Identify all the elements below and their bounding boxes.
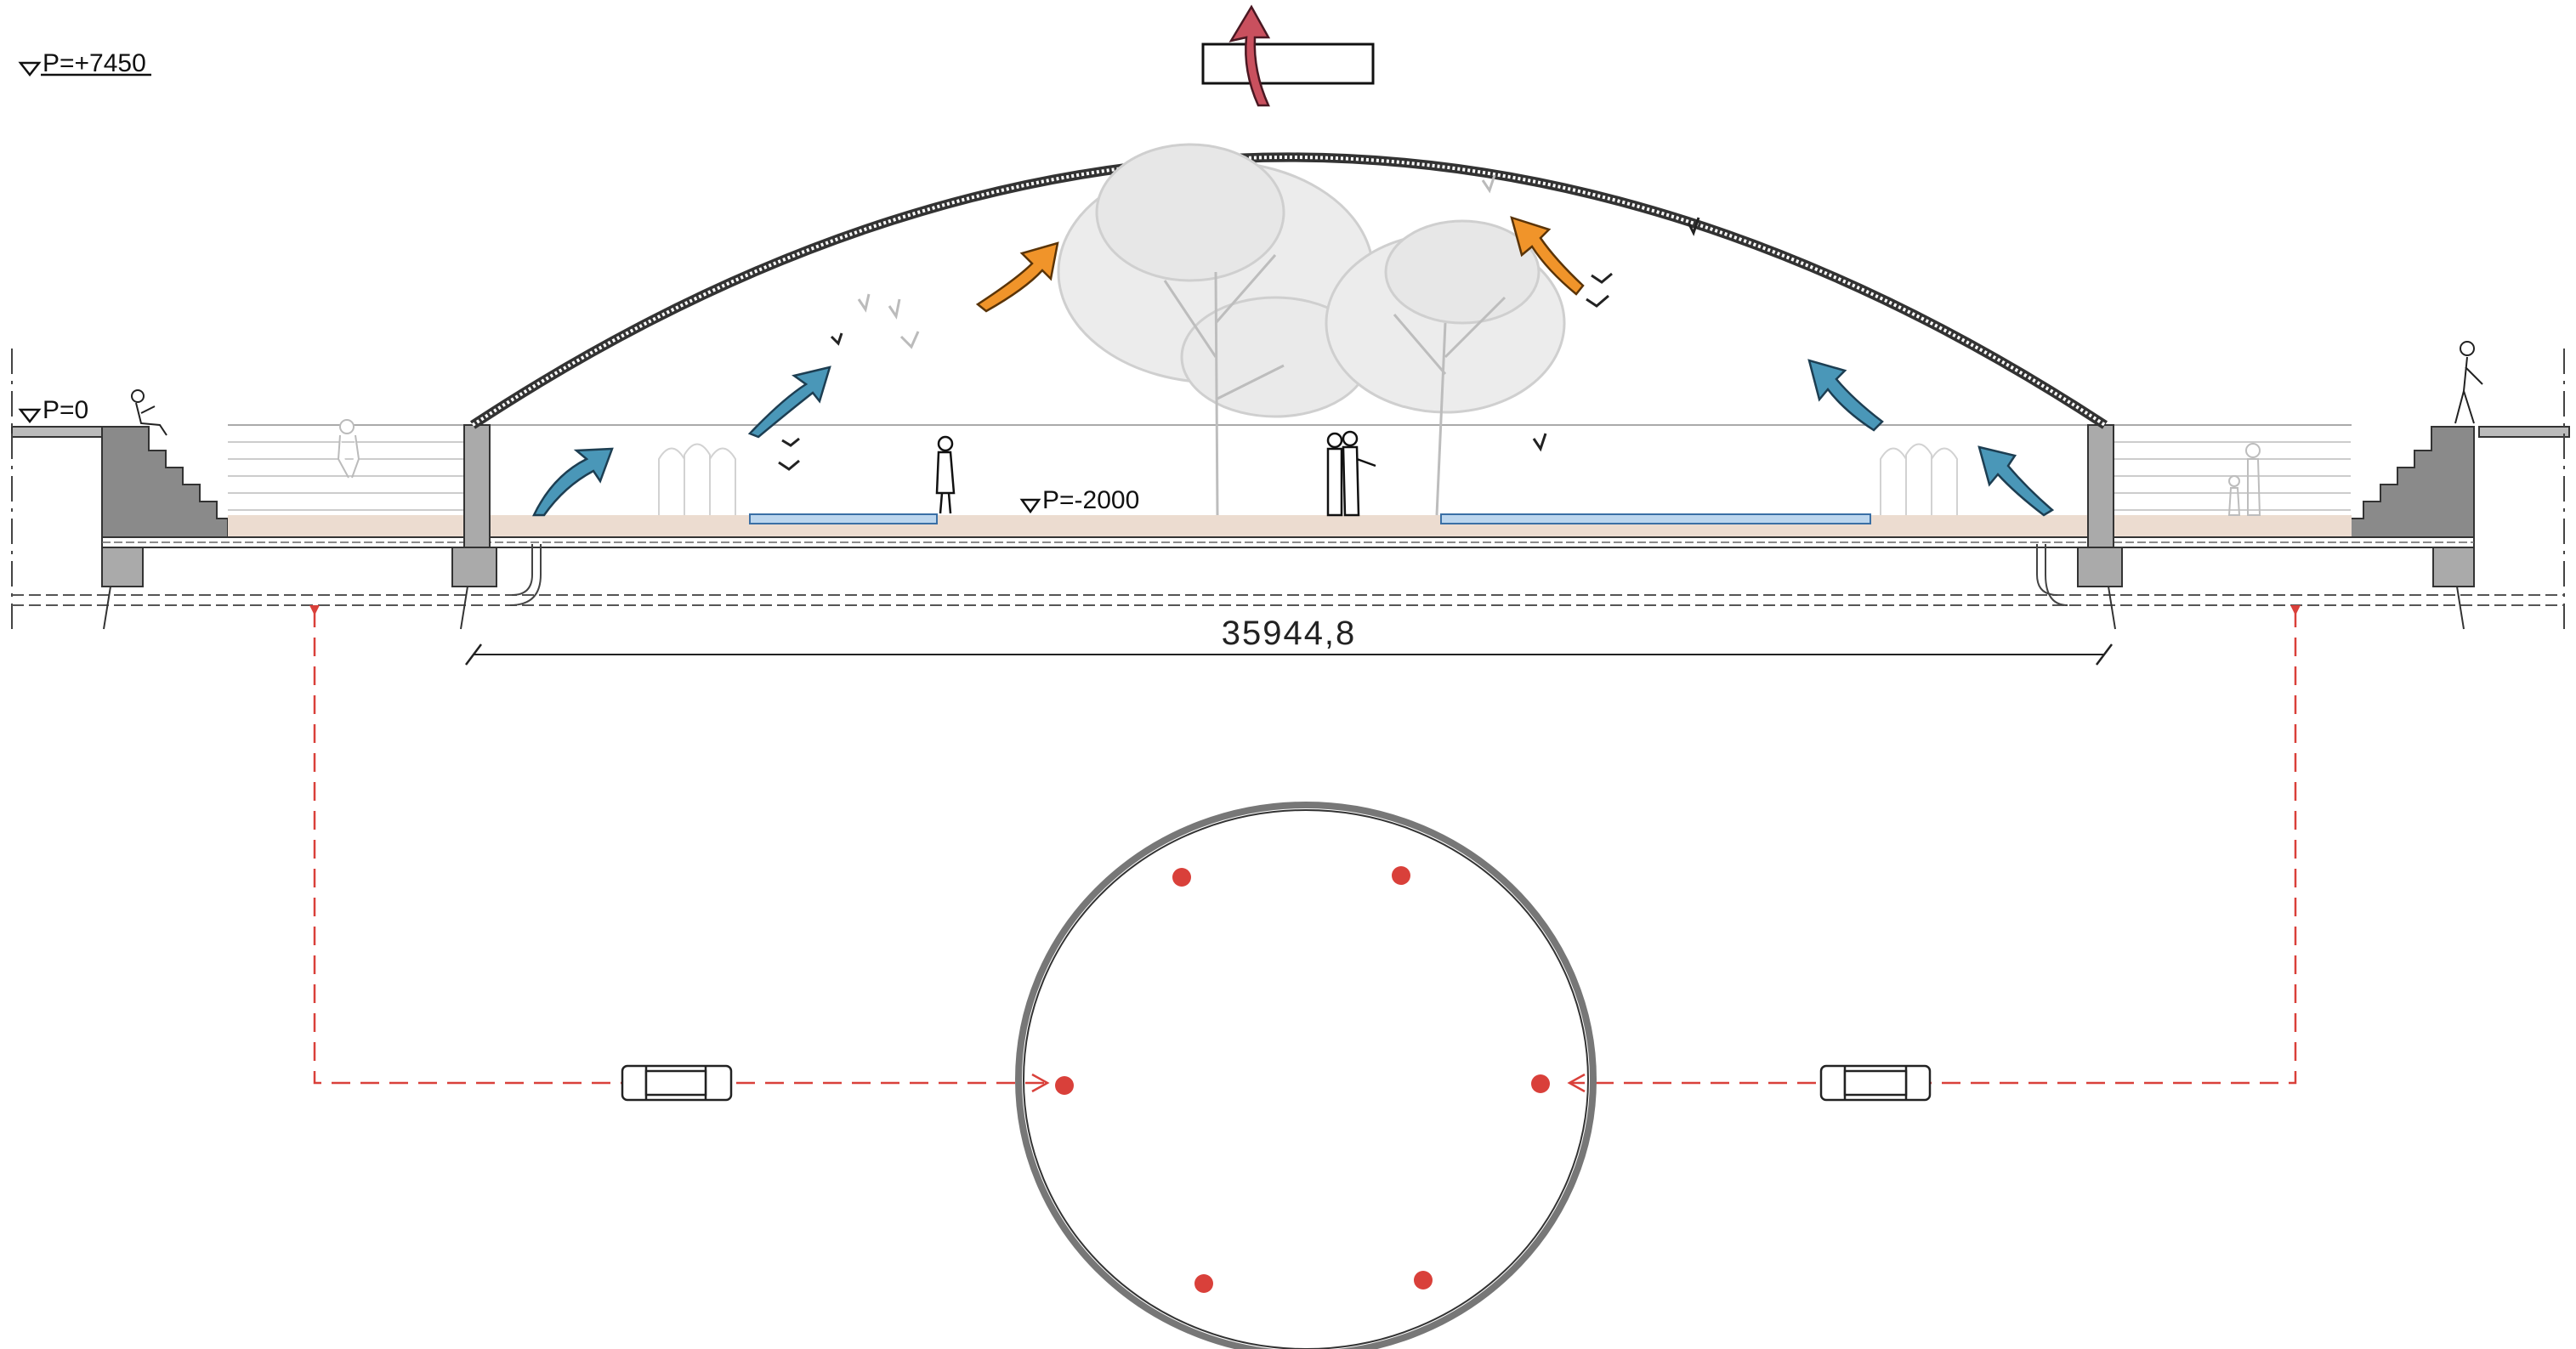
span-dimension-label: 35944,8 bbox=[1222, 615, 1357, 652]
span-dimension: 35944,8 bbox=[465, 615, 2113, 666]
curved-arrow-icon bbox=[1510, 216, 1585, 296]
pool-right bbox=[1440, 513, 1871, 524]
vent-point bbox=[1194, 1274, 1213, 1293]
level-label-ground: P=0 bbox=[43, 396, 88, 424]
duct-fan-left bbox=[621, 1064, 733, 1102]
parent-child-faded bbox=[2227, 443, 2261, 516]
dome-support-columns bbox=[463, 424, 2114, 548]
triangle-level-marker-icon bbox=[18, 61, 42, 77]
exhaust-arrow-icon bbox=[1228, 4, 1271, 107]
vent-point bbox=[1172, 868, 1191, 887]
curved-arrow-icon bbox=[747, 366, 831, 439]
triangle-level-marker-icon bbox=[18, 408, 42, 424]
crowd-left-faded bbox=[658, 443, 736, 515]
level-marker-floor: P=-2000 bbox=[1019, 486, 1139, 514]
duct-origin-points bbox=[309, 605, 2301, 615]
plan-view bbox=[1015, 802, 1597, 1349]
duct-fan-right bbox=[1819, 1064, 1932, 1102]
supply-duct-lines bbox=[313, 609, 2297, 1085]
trees bbox=[1057, 143, 1566, 516]
vent-point bbox=[1531, 1074, 1550, 1093]
person-walking-right bbox=[2454, 341, 2483, 424]
curved-arrow-icon bbox=[532, 447, 614, 517]
dome-roof bbox=[469, 43, 2108, 429]
water-pools bbox=[749, 513, 1871, 524]
person-seated-faded bbox=[337, 419, 360, 479]
triangle-level-marker-icon bbox=[1019, 498, 1041, 514]
tree-right bbox=[1325, 219, 1566, 516]
birds bbox=[778, 174, 1700, 471]
warm-air-arrows bbox=[975, 216, 1585, 313]
cool-air-arrows bbox=[532, 359, 2055, 517]
curved-arrow-icon bbox=[1807, 359, 1884, 432]
duct-arrowheads bbox=[1031, 1073, 1586, 1093]
level-marker-ground: P=0 bbox=[18, 396, 88, 424]
curved-arrow-icon bbox=[975, 241, 1059, 313]
curved-arrow-icon bbox=[1977, 445, 2055, 517]
sunken-floor bbox=[101, 424, 2475, 548]
pool-left bbox=[749, 513, 938, 524]
crowd-right-faded bbox=[1880, 443, 1958, 515]
vent-point bbox=[1392, 866, 1410, 885]
level-label-top: P=+7450 bbox=[43, 49, 146, 77]
people-figures bbox=[131, 341, 2483, 517]
level-marker-top: P=+7450 bbox=[18, 49, 151, 77]
level-label-floor: P=-2000 bbox=[1042, 486, 1139, 514]
vent-point bbox=[1055, 1076, 1074, 1095]
vent-point bbox=[1414, 1271, 1433, 1289]
person-seated-left bbox=[131, 389, 167, 436]
couple-standing bbox=[1326, 430, 1376, 517]
exhaust-arrow bbox=[1228, 4, 1271, 107]
person-standing-center bbox=[935, 435, 956, 514]
plan-outline bbox=[1015, 802, 1597, 1349]
ground-terrain bbox=[11, 349, 2570, 629]
tree-left bbox=[1057, 143, 1375, 516]
duct-connections bbox=[509, 544, 2068, 606]
roof-lantern bbox=[1201, 43, 1375, 85]
